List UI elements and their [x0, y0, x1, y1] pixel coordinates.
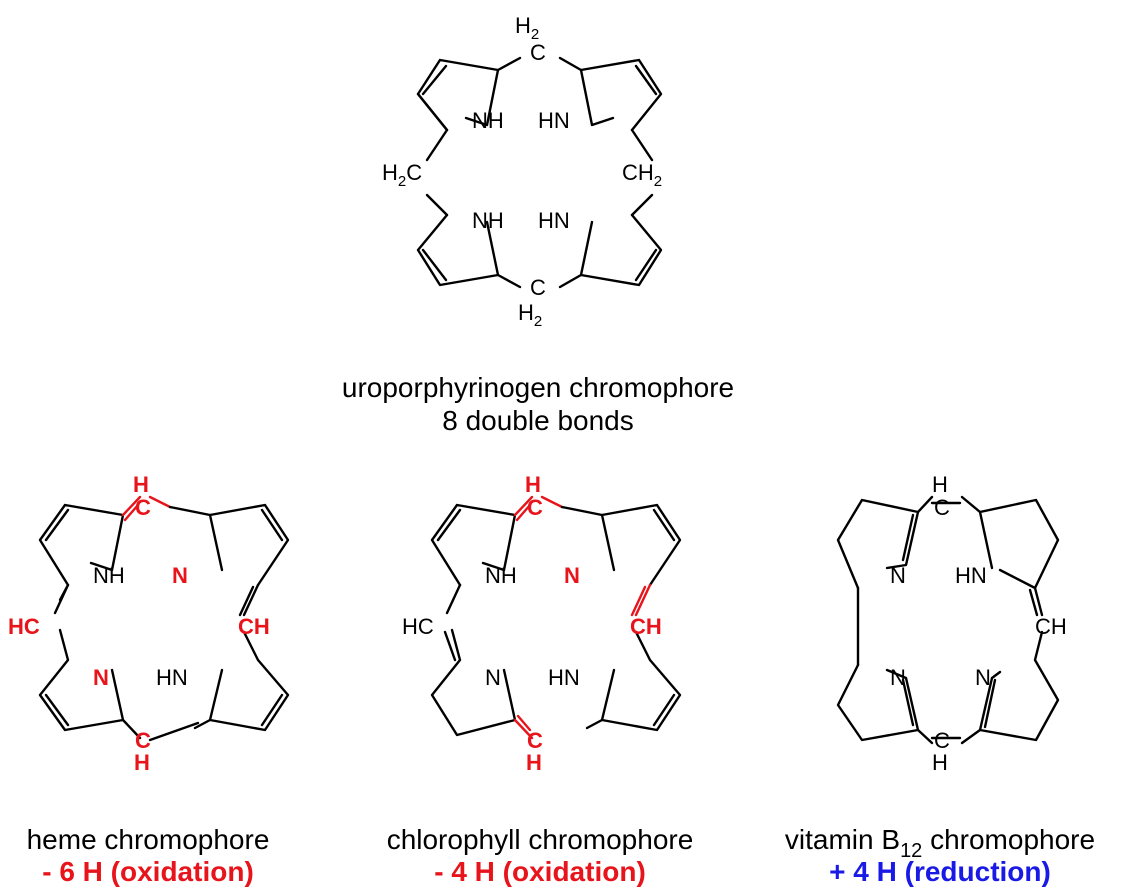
b12-n-bottom-right: N — [975, 665, 991, 690]
uroporphyrinogen-structure: H2 C NH HN H2C CH2 NH HN C H2 — [382, 13, 663, 330]
b12-c-bottom: C — [934, 728, 950, 753]
heme-nh: NH — [93, 563, 125, 588]
b12-c-top: C — [934, 495, 950, 520]
heme-h-bottom: H — [134, 750, 150, 775]
chl-h-top: H — [525, 472, 541, 497]
uro-nh-bottom: NH — [472, 208, 504, 233]
b12-caption-line2: + 4 H (reduction) — [829, 856, 1051, 887]
chl-nh: NH — [485, 563, 517, 588]
uro-nh-top: NH — [472, 108, 504, 133]
heme-ch-right: CH — [238, 614, 270, 639]
chl-n-left: N — [485, 665, 501, 690]
heme-caption-line1: heme chromophore — [27, 824, 270, 855]
chl-h-bottom: H — [526, 750, 542, 775]
b12-ch-right: CH — [1035, 614, 1067, 639]
uro-ch2-right: CH2 — [622, 160, 662, 190]
b12-n-top-left: N — [890, 563, 906, 588]
uro-c-top: C — [530, 40, 546, 65]
chl-c-top: C — [527, 495, 543, 520]
heme-n-right: N — [172, 563, 188, 588]
chl-n-right: N — [564, 563, 580, 588]
heme-h-top: H — [133, 472, 149, 497]
uro-h2-top: H2 — [515, 13, 539, 43]
heme-c-bottom: C — [135, 728, 151, 753]
heme-structure: H C NH N HC CH N HN C H — [8, 472, 290, 775]
chl-caption-line2: - 4 H (oxidation) — [434, 856, 646, 887]
heme-caption-line2: - 6 H (oxidation) — [42, 856, 254, 887]
uro-caption-line1: uroporphyrinogen chromophore — [342, 372, 734, 403]
uro-h2c-left: H2C — [382, 160, 422, 190]
uro-hn-bottom: HN — [538, 208, 570, 233]
heme-hc-left: HC — [8, 614, 40, 639]
heme-n-left: N — [93, 665, 109, 690]
uro-caption-line2: 8 double bonds — [442, 405, 634, 436]
b12-caption-line1: vitamin B12 chromophore — [785, 824, 1095, 862]
chl-ch-right: CH — [630, 614, 662, 639]
b12-h-bottom: H — [932, 750, 948, 775]
b12-n-bottom-left: N — [890, 665, 906, 690]
chl-hc-left: HC — [402, 614, 434, 639]
uro-h2-bottom: H2 — [518, 300, 542, 330]
heme-c-top: C — [135, 495, 151, 520]
heme-hn: HN — [156, 665, 188, 690]
chl-c-bottom: C — [527, 728, 543, 753]
chl-caption-line1: chlorophyll chromophore — [387, 824, 694, 855]
vitamin-b12-structure: H C N HN CH N N C H — [836, 472, 1067, 775]
uro-hn-top: HN — [538, 108, 570, 133]
b12-h-top: H — [932, 472, 948, 497]
b12-hn: HN — [955, 563, 987, 588]
chlorophyll-structure: H C NH N HC CH N HN C H — [402, 472, 682, 775]
uro-c-bottom: C — [530, 275, 546, 300]
chl-hn: HN — [548, 665, 580, 690]
